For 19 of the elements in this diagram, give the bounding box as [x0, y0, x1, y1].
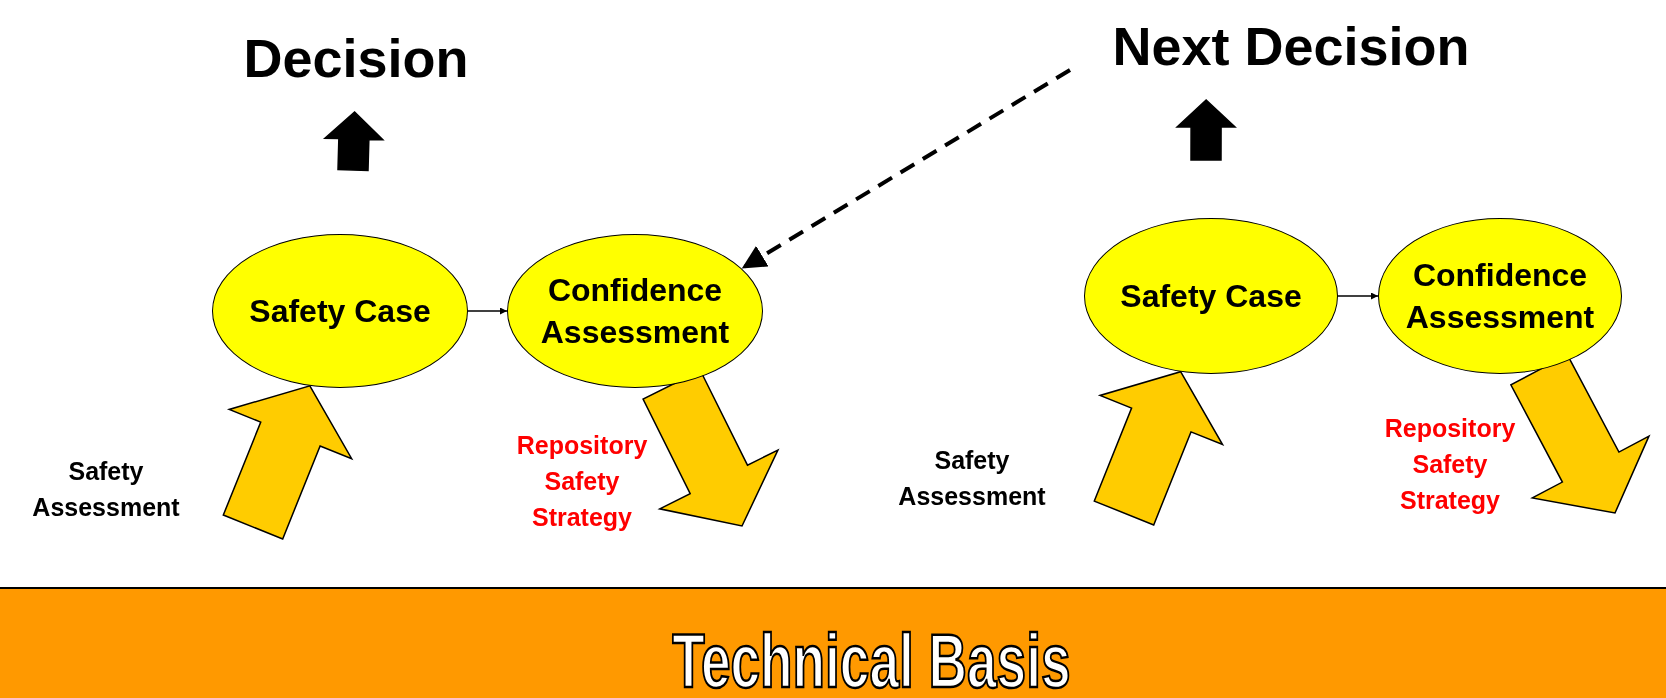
decision-heading: Next Decision	[1070, 0, 1512, 100]
base-band	[0, 587, 1666, 698]
band-label: Technical Basis	[671, 619, 1071, 698]
node-label: Safety Case	[1119, 277, 1303, 316]
block-arrow	[222, 384, 354, 540]
node-label: Confidence Assessment	[1404, 256, 1596, 337]
decision-heading: Decision	[200, 10, 512, 112]
dashed-arrow	[740, 68, 1072, 271]
node-label: Safety Case	[248, 292, 432, 331]
arrow-caption: Safety Assessment	[31, 456, 181, 523]
block-arrow	[1093, 370, 1225, 526]
arrow	[467, 307, 508, 315]
arrow-caption: Repository Safety Strategy	[1383, 413, 1517, 516]
arrow	[1337, 292, 1379, 300]
arrow-caption: Safety Assessment	[897, 445, 1047, 512]
arrow-caption: Repository Safety Strategy	[515, 430, 649, 533]
block-arrow	[322, 110, 385, 172]
block-arrow	[1175, 98, 1237, 161]
node-label: Confidence Assessment	[539, 271, 731, 352]
